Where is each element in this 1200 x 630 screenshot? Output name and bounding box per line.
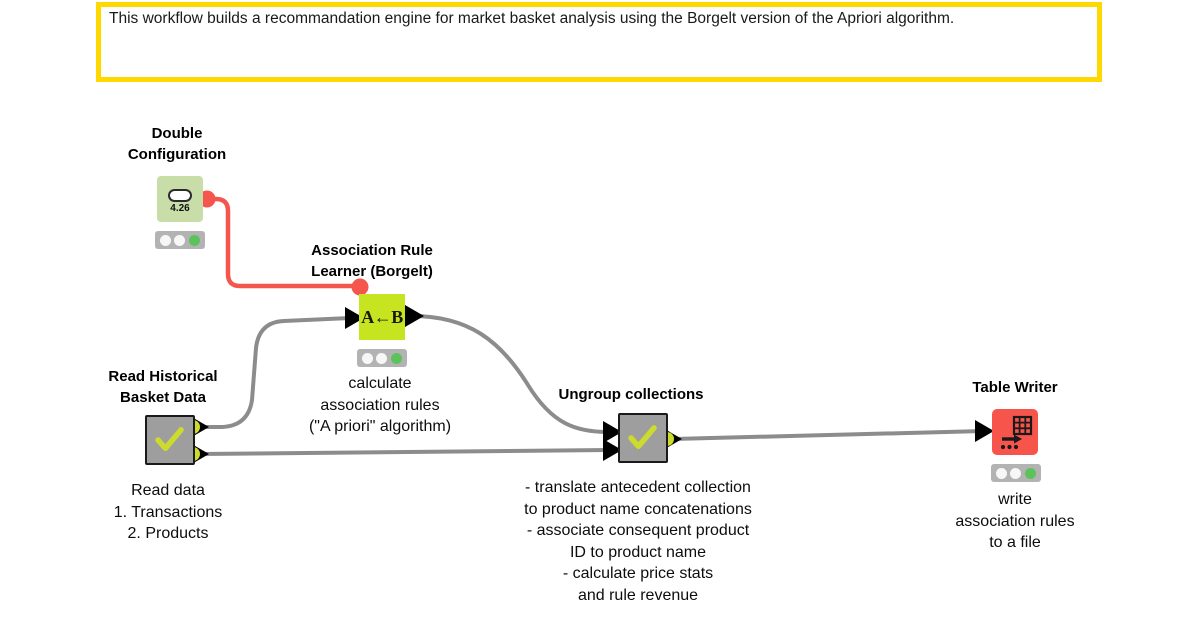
node-ungroup-collections[interactable]: [618, 413, 668, 463]
node-title-read-historical-basket-data: Read Historical Basket Data: [108, 368, 218, 406]
node-title-association-rule-learner: Association Rule Learner (Borgelt): [311, 242, 433, 280]
node-read-historical-basket-data[interactable]: [145, 415, 195, 465]
workflow-annotation-text: This workflow builds a recommandation en…: [109, 10, 955, 27]
svg-text:4.26: 4.26: [170, 203, 190, 214]
association-rule-learner-icon: A←B: [361, 306, 403, 327]
node-title-ungroup-collections: Ungroup collections: [558, 386, 704, 403]
status-dot-executed: [189, 234, 201, 246]
connection-ungroup-to-table-writer: [672, 429, 985, 441]
node-status-association-rule-learner: [357, 349, 407, 367]
status-dot-configured: [376, 352, 388, 364]
node-sublabel-read-historical-basket-data: Read data 1. Transactions 2. Products: [113, 482, 223, 542]
status-dot-executed: [391, 352, 403, 364]
status-dot-idle: [995, 467, 1007, 479]
node-table-writer[interactable]: [992, 409, 1038, 455]
status-dot-idle: [159, 234, 171, 246]
double-configuration-icon: 4.26: [168, 189, 192, 214]
connection-read-basket-to-ungroup: [199, 448, 610, 456]
metanode-check-icon: [628, 425, 657, 450]
node-sublabel-table-writer: write association rules to a file: [955, 491, 1075, 551]
node-double-configuration[interactable]: 4.26: [157, 176, 203, 222]
status-dot-configured: [1010, 467, 1022, 479]
port-out-arl[interactable]: [405, 305, 424, 327]
status-dot-executed: [1025, 467, 1037, 479]
node-status-double-configuration: [155, 231, 205, 249]
node-status-table-writer: [991, 464, 1041, 482]
table-writer-icon: [1000, 415, 1033, 450]
status-dot-configured: [174, 234, 186, 246]
node-association-rule-learner-borgelt[interactable]: A←B: [359, 294, 405, 340]
node-sublabel-association-rule-learner: calculate association rules ("A priori" …: [308, 375, 452, 435]
metanode-check-icon: [155, 427, 184, 452]
node-title-double-configuration: Double Configuration: [127, 125, 227, 163]
node-title-table-writer: Table Writer: [972, 379, 1058, 396]
workflow-annotation-box[interactable]: This workflow builds a recommandation en…: [96, 2, 1102, 82]
node-sublabel-ungroup-collections: - translate antecedent collection to pro…: [524, 479, 752, 604]
status-dot-idle: [361, 352, 373, 364]
